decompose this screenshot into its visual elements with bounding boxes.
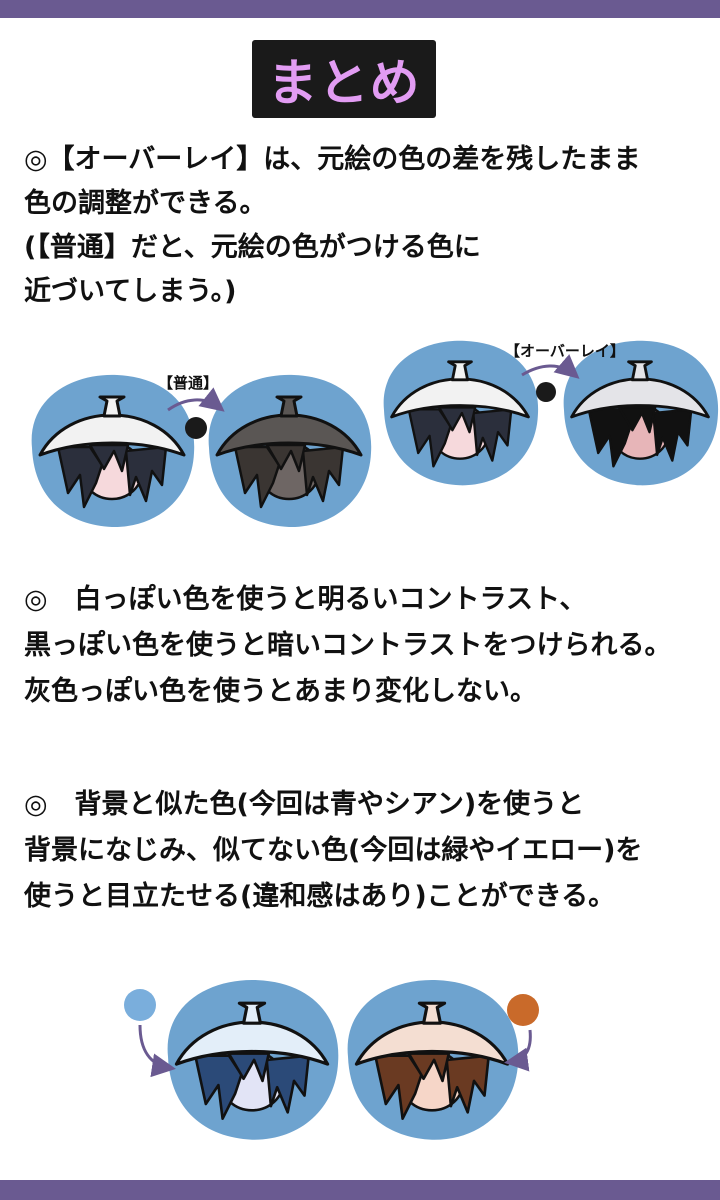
hair — [265, 443, 307, 473]
figure-overlay-before — [383, 340, 539, 486]
figure-blue-overlay — [167, 979, 339, 1140]
hat-knob — [98, 395, 126, 418]
hair — [652, 408, 693, 462]
figure-orange-overlay — [347, 979, 519, 1140]
summary-paragraph-overlay: ◎【オーバーレイ】は、元絵の色の差を残したまま 色の調整ができる。 (【普通】だ… — [24, 138, 640, 314]
page-title: まとめ — [267, 54, 421, 112]
hair — [445, 1054, 491, 1114]
hat — [390, 377, 530, 419]
hair — [265, 1054, 311, 1114]
text-line: 使うと目立たせる(違和感はあり)ことができる。 — [24, 881, 616, 912]
hat — [215, 413, 363, 457]
text-line: 近づいてしまう。) — [24, 276, 237, 307]
hair — [301, 445, 345, 503]
text-line: 色の調整ができる。 — [24, 188, 267, 219]
text-line: ◎ 背景と似た色(今回は青やシアン)を使うと — [24, 789, 585, 820]
hat — [570, 377, 710, 419]
arrow-icon — [521, 354, 580, 379]
arrow-icon — [167, 387, 225, 412]
bottom-border-bar — [0, 1180, 720, 1200]
text-line: ◎【オーバーレイ】は、元絵の色の差を残したまま — [24, 144, 641, 175]
title-box: まとめ — [252, 40, 436, 118]
text-line: ◎ 白っぽい色を使うと明るいコントラスト、 — [24, 584, 587, 615]
color-swatch-blue — [124, 989, 156, 1021]
figure-normal-after — [208, 374, 372, 528]
label-overlay: 【オーバーレイ】 — [505, 342, 625, 360]
arrow-icon — [138, 1024, 176, 1078]
hat-knob — [237, 1001, 267, 1025]
hat-knob — [275, 395, 303, 418]
hat — [38, 413, 186, 457]
hat-knob — [627, 360, 653, 382]
hat-knob — [447, 360, 473, 382]
hat-knob — [417, 1001, 447, 1025]
arrow-icon — [504, 1029, 532, 1072]
hair — [437, 406, 477, 434]
hair — [227, 1052, 271, 1083]
hair — [472, 408, 513, 462]
figure-overlay-after — [563, 340, 719, 486]
text-line: 灰色っぽい色を使うとあまり変化しない。 — [24, 676, 537, 707]
label-normal: 【普通】 — [158, 374, 219, 392]
hair — [407, 1052, 451, 1083]
text-line: 背景になじみ、似てない色(今回は緑やイエロー)を — [24, 835, 643, 866]
hair — [124, 445, 168, 503]
hair — [617, 406, 657, 434]
hair — [88, 443, 130, 473]
text-line: 黒っぽい色を使うと暗いコントラストをつけられる。 — [24, 630, 672, 661]
summary-paragraph-background: ◎ 背景と似た色(今回は青やシアン)を使うと 背景になじみ、似てない色(今回は緑… — [24, 782, 642, 920]
color-swatch-black — [185, 417, 207, 439]
color-swatch-orange — [507, 994, 539, 1026]
hat — [174, 1020, 330, 1066]
color-swatch-black — [536, 382, 556, 402]
text-line: (【普通】だと、元絵の色がつける色に — [24, 232, 481, 263]
summary-paragraph-contrast: ◎ 白っぽい色を使うと明るいコントラスト、 黒っぽい色を使うと暗いコントラストを… — [24, 577, 671, 715]
figure-normal-before — [31, 374, 195, 528]
top-border-bar — [0, 0, 720, 18]
